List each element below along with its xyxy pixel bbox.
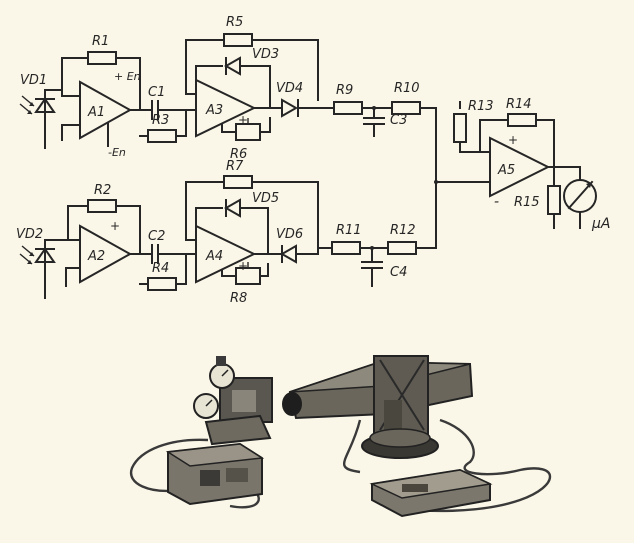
label-vd2: VD2 bbox=[16, 227, 43, 242]
label-c3: C3 bbox=[390, 113, 407, 128]
sign-a2-plus: + bbox=[110, 219, 120, 233]
sign-a3-plus: + bbox=[238, 113, 248, 127]
label-a5: A5 bbox=[497, 163, 515, 178]
diode-vd6 bbox=[279, 244, 297, 264]
resistor-r3 bbox=[147, 129, 177, 143]
label-r14: R14 bbox=[506, 97, 532, 112]
label-r15: R15 bbox=[514, 195, 540, 210]
label-vd5: VD5 bbox=[252, 191, 279, 206]
label-c2: C2 bbox=[148, 229, 165, 244]
resistor-r13 bbox=[453, 113, 467, 143]
label-a1: A1 bbox=[87, 105, 105, 120]
opamp-a1 bbox=[79, 80, 133, 140]
resistor-r9 bbox=[333, 101, 363, 115]
label-r13: R13 bbox=[468, 99, 494, 114]
resistor-r12 bbox=[387, 241, 417, 255]
control-unit bbox=[369, 468, 493, 518]
label-r11: R11 bbox=[336, 223, 362, 238]
label-c4: C4 bbox=[390, 265, 407, 280]
resistor-r2 bbox=[87, 199, 117, 213]
label-r7: R7 bbox=[226, 159, 244, 174]
label-r9: R9 bbox=[336, 83, 353, 98]
resistor-r10 bbox=[391, 101, 421, 115]
resistor-r11 bbox=[331, 241, 361, 255]
resistor-r7 bbox=[223, 175, 253, 189]
label-vd3: VD3 bbox=[252, 47, 279, 62]
resistor-r14 bbox=[507, 113, 537, 127]
sign-a5-minus: - bbox=[494, 194, 499, 210]
label-meter: μA bbox=[591, 216, 610, 232]
label-vd6: VD6 bbox=[276, 227, 303, 242]
label-a3: A3 bbox=[205, 103, 223, 118]
label-r1: R1 bbox=[92, 34, 109, 49]
electronic-unit bbox=[165, 442, 265, 506]
resistor-r15 bbox=[547, 185, 561, 215]
label-vd1: VD1 bbox=[20, 73, 47, 88]
equipment-photo bbox=[129, 355, 551, 518]
photodiode-vd1 bbox=[19, 89, 56, 141]
opamp-a3 bbox=[195, 78, 257, 138]
opamp-a2 bbox=[79, 224, 133, 284]
sign-a4-plus: + bbox=[238, 259, 248, 273]
label-c1: C1 bbox=[148, 85, 165, 100]
measuring-head bbox=[193, 356, 273, 446]
photodiode-vd2 bbox=[19, 239, 56, 291]
label-a4: A4 bbox=[205, 249, 223, 264]
supply-en-top: + En bbox=[114, 70, 141, 83]
opamp-a4 bbox=[195, 224, 257, 284]
optical-sensor bbox=[282, 355, 474, 459]
diode-vd5 bbox=[223, 198, 241, 218]
resistor-r5 bbox=[223, 33, 253, 47]
label-r3: R3 bbox=[152, 113, 169, 128]
sign-a5-plus: + bbox=[508, 133, 518, 147]
label-r8: R8 bbox=[230, 291, 247, 306]
diode-vd3 bbox=[223, 56, 241, 76]
diode-vd4 bbox=[281, 98, 299, 118]
resistor-r1 bbox=[87, 51, 117, 65]
circuit-schematic: VD1 A1 R1 + En -En C1 R3 A3 R5 VD3 bbox=[16, 15, 610, 306]
label-a2: A2 bbox=[87, 249, 105, 264]
label-r2: R2 bbox=[94, 183, 111, 198]
cable bbox=[129, 418, 551, 513]
label-r4: R4 bbox=[152, 261, 169, 276]
label-r5: R5 bbox=[226, 15, 243, 30]
label-r10: R10 bbox=[394, 81, 420, 96]
label-r6: R6 bbox=[230, 147, 247, 162]
label-vd4: VD4 bbox=[276, 81, 303, 96]
opamp-a5 bbox=[489, 136, 551, 198]
supply-en-bottom: -En bbox=[108, 146, 126, 159]
label-r12: R12 bbox=[390, 223, 416, 238]
resistor-r4 bbox=[147, 277, 177, 291]
